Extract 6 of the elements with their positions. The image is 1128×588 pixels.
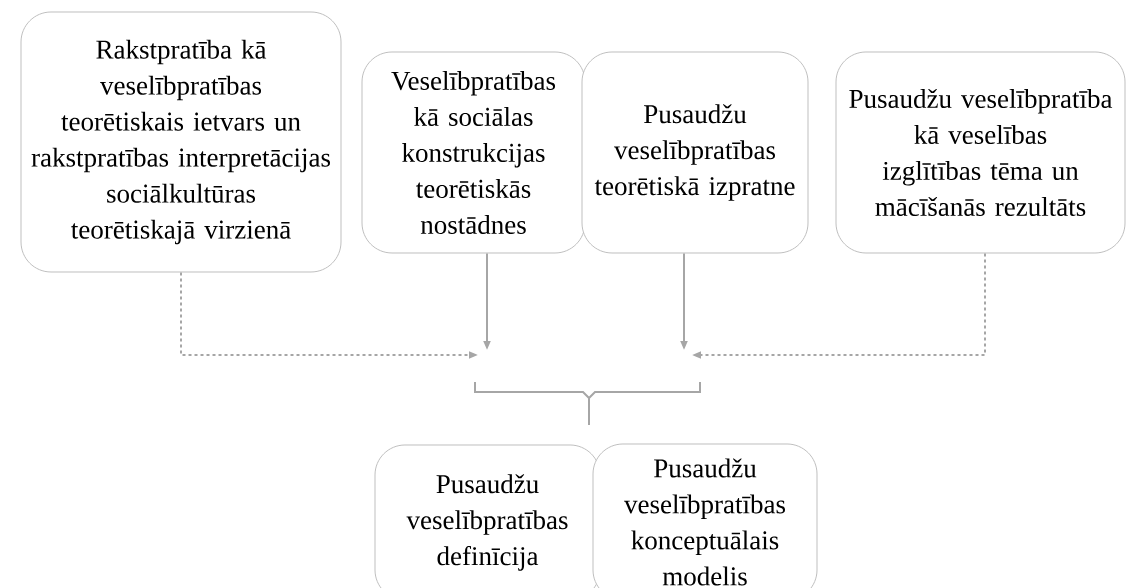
text-box: Pusaudžu veselībpratība kā veselības izglītības tēma un mācīšanās rezultāts xyxy=(835,51,1126,254)
text-box: Veselībpratības kā sociālas konstrukcijas teorētiskās nostādnes xyxy=(361,51,586,254)
text-box: Pusaudžu veselībpratības teorētiskā izpratne xyxy=(581,51,809,254)
text-box: Pusaudžu veselībpratības definīcija xyxy=(374,444,601,588)
text-box: Rakstpratība kā veselībpratības teorētiskais ietvars un rakstpratības interpretācijas sociālkultūras teorētiskajā virzienā xyxy=(20,11,342,273)
text-box: Pusaudžu veselībpratības konceptuālais modelis xyxy=(592,443,818,588)
